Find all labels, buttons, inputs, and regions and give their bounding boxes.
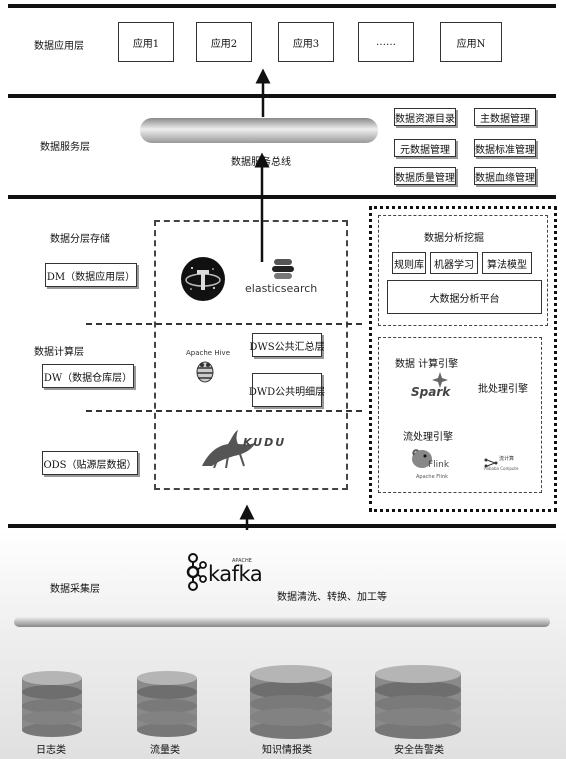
dm-box: DM（数据应用层）: [45, 263, 137, 287]
stream-engine-label: 流处理引擎: [403, 432, 453, 443]
module-data-standard: 数据标准管理: [474, 139, 536, 157]
stream-compute-label: 流计算: [499, 456, 515, 462]
source-label-traffic: 流量类: [150, 745, 180, 756]
algorithm-model-box: 算法模型: [482, 252, 532, 274]
ods-box: ODS（贴源层数据）: [42, 451, 138, 475]
dwd-box: DWD公共明细层: [249, 373, 325, 407]
database-alert-icon: [374, 664, 462, 744]
hive-label: Apache Hive: [186, 349, 230, 357]
dw-box: DW（数据仓库层）: [42, 364, 134, 388]
analysis-mining-title: 数据分析挖掘: [424, 233, 484, 244]
database-traffic-icon: [136, 670, 198, 742]
storage-dashed-frame: [154, 220, 348, 490]
flink-sub-label: Apache Flink: [416, 474, 448, 480]
dws-box: DWS公共汇总层: [249, 333, 325, 357]
source-bus-bar: [14, 617, 550, 627]
etl-label: 数据清洗、转换、加工等: [277, 592, 387, 603]
service-layer-label: 数据服务层: [40, 142, 90, 153]
divider-service-storage: [8, 195, 556, 199]
service-bus-cylinder: [140, 118, 378, 143]
analysis-mining-frame: [378, 215, 548, 326]
divider-storage-collection: [8, 524, 556, 528]
kafka-label: kafka: [208, 562, 263, 586]
kafka-apache-label: APACHE: [232, 558, 252, 564]
source-label-intel: 知识情报类: [262, 745, 312, 756]
stream-compute-sub-label: Alibaba Compute: [484, 466, 519, 471]
elasticsearch-icon: [272, 257, 294, 285]
flink-label: Flink: [428, 460, 450, 470]
storage-layer-label: 数据分层存储: [50, 234, 110, 245]
big-data-platform-box: 大数据分析平台: [387, 280, 542, 314]
compute-engine-title: 数据 计算引擎: [395, 359, 459, 370]
module-metadata: 元数据管理: [394, 139, 456, 157]
source-label-alert: 安全告警类: [394, 745, 444, 756]
hive-bee-icon: [192, 358, 218, 388]
service-bus-label: 数据服务总线: [231, 157, 291, 168]
analysis-outer-dashed-frame: [369, 206, 557, 512]
divider-compute-ods: [86, 410, 362, 412]
app-box-3: 应用3: [278, 22, 334, 62]
app-box-2: 应用2: [196, 22, 252, 62]
divider-storage-compute: [86, 323, 362, 325]
divider-app-service: [8, 94, 556, 98]
application-layer-label: 数据应用层: [34, 41, 84, 52]
app-box-n: 应用N: [440, 22, 502, 62]
machine-learning-box: 机器学习: [430, 252, 478, 274]
compute-layer-label: 数据计算层: [34, 347, 84, 358]
app-box-ellipsis: ……: [358, 22, 414, 62]
source-label-log: 日志类: [36, 745, 66, 756]
module-data-quality: 数据质量管理: [394, 167, 456, 185]
kudu-antelope-icon: [198, 428, 260, 472]
compute-engine-frame: [378, 337, 542, 493]
storage-logo-icon: [180, 256, 226, 306]
flink-squirrel-icon: [410, 447, 434, 473]
kudu-label: KUDU: [243, 436, 287, 449]
elasticsearch-label: elasticsearch: [245, 282, 318, 295]
app-box-1: 应用1: [118, 22, 174, 62]
module-resource-catalog: 数据资源目录: [394, 108, 456, 126]
stream-compute-icon: [484, 453, 498, 472]
rule-base-box: 规则库: [392, 252, 426, 274]
spark-star-icon: [432, 372, 448, 392]
module-master-data: 主数据管理: [474, 108, 536, 126]
divider-top: [8, 4, 556, 8]
database-log-icon: [21, 670, 83, 742]
kafka-icon: [185, 553, 207, 595]
database-intel-icon: [249, 664, 333, 744]
module-data-lineage: 数据血缘管理: [474, 167, 536, 185]
spark-label: Spark: [411, 385, 451, 399]
batch-engine-label: 批处理引擎: [478, 384, 528, 395]
collection-layer-label: 数据采集层: [50, 584, 100, 595]
